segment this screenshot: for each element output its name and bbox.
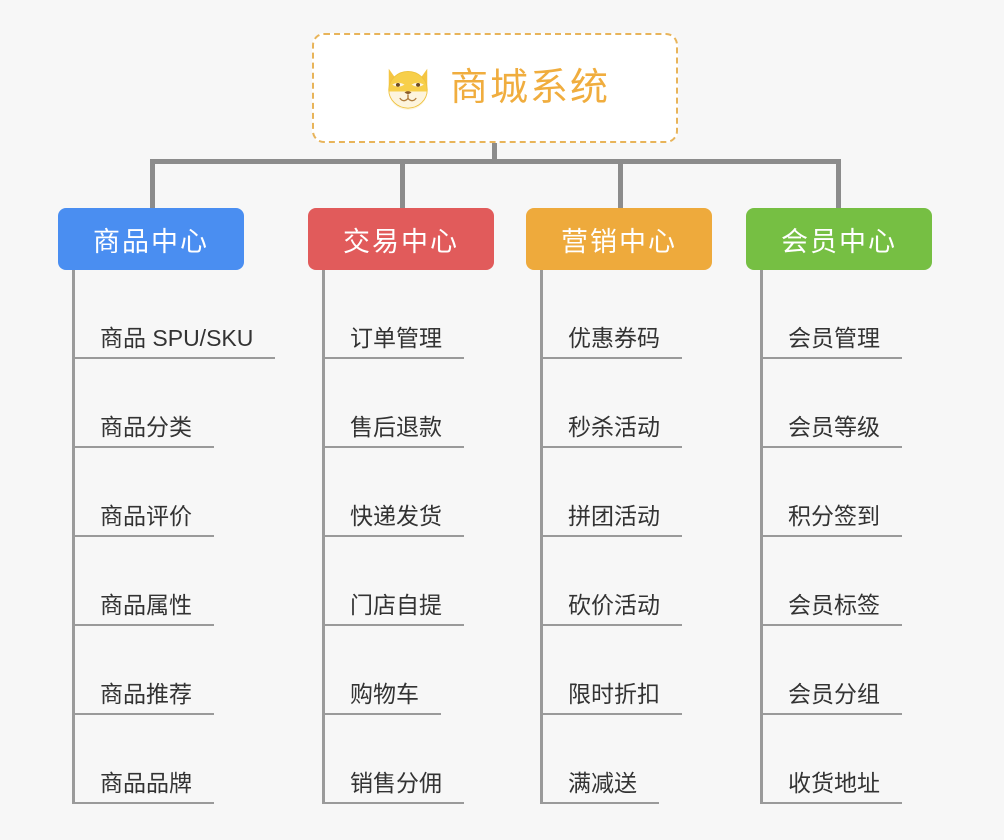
leaf-item[interactable]: 会员等级 <box>760 359 966 448</box>
branch-body-2: 订单管理 售后退款 快递发货 门店自提 购物车 销售分佣 <box>322 270 528 804</box>
branch-body-4: 会员管理 会员等级 积分签到 会员标签 会员分组 收货地址 <box>760 270 966 804</box>
leaf-label: 限时折扣 <box>568 680 660 707</box>
leaf-label: 会员管理 <box>788 324 880 351</box>
leaf-label: 商品属性 <box>100 591 192 618</box>
branch-spine-2 <box>322 270 325 804</box>
leaf-item[interactable]: 快递发货 <box>322 448 528 537</box>
leaf-item[interactable]: 商品 SPU/SKU <box>72 270 308 359</box>
branch-header-label-1: 商品中心 <box>93 226 209 257</box>
leaf-item[interactable]: 会员分组 <box>760 626 966 715</box>
leaf-label: 订单管理 <box>350 324 442 351</box>
leaf-item[interactable]: 限时折扣 <box>540 626 746 715</box>
root-node[interactable]: 商城系统 <box>312 33 678 143</box>
connector-bus <box>150 159 840 164</box>
leaf-item[interactable]: 商品分类 <box>72 359 308 448</box>
branch-spine-4 <box>760 270 763 804</box>
leaf-item[interactable]: 商品属性 <box>72 537 308 626</box>
connector-drop-4 <box>836 159 841 209</box>
leaf-label: 销售分佣 <box>350 769 442 796</box>
branch-spine-3 <box>540 270 543 804</box>
branch-column-4: 会员中心 会员管理 会员等级 积分签到 会员标签 会员分组 收货地址 <box>746 208 966 804</box>
leaf-label: 售后退款 <box>350 413 442 440</box>
branch-header-label-3: 营销中心 <box>561 226 677 257</box>
leaf-item[interactable]: 商品品牌 <box>72 715 308 804</box>
branch-body-1: 商品 SPU/SKU 商品分类 商品评价 商品属性 商品推荐 商品品牌 <box>72 270 308 804</box>
leaf-label: 商品 SPU/SKU <box>100 324 254 351</box>
connector-drop-2 <box>400 159 405 209</box>
connector-drop-1 <box>150 159 155 209</box>
branch-header-3[interactable]: 营销中心 <box>526 208 712 270</box>
leaf-item[interactable]: 秒杀活动 <box>540 359 746 448</box>
leaf-item[interactable]: 订单管理 <box>322 270 528 359</box>
leaf-item[interactable]: 售后退款 <box>322 359 528 448</box>
leaf-label: 快递发货 <box>350 502 442 529</box>
branch-header-label-4: 会员中心 <box>781 226 897 257</box>
connector-drop-3 <box>618 159 623 209</box>
leaf-item[interactable]: 拼团活动 <box>540 448 746 537</box>
branch-spine-1 <box>72 270 75 804</box>
leaf-label: 收货地址 <box>788 769 880 796</box>
connector-stem <box>492 143 497 163</box>
branch-header-1[interactable]: 商品中心 <box>58 208 244 270</box>
leaf-item[interactable]: 销售分佣 <box>322 715 528 804</box>
branch-header-2[interactable]: 交易中心 <box>308 208 494 270</box>
leaf-label: 购物车 <box>350 680 419 707</box>
branch-header-label-2: 交易中心 <box>343 226 459 257</box>
leaf-label: 拼团活动 <box>568 502 660 529</box>
leaf-label: 会员等级 <box>788 413 880 440</box>
branch-column-3: 营销中心 优惠券码 秒杀活动 拼团活动 砍价活动 限时折扣 满减送 <box>526 208 746 804</box>
leaf-label: 商品推荐 <box>100 680 192 707</box>
leaf-item[interactable]: 会员管理 <box>760 270 966 359</box>
branch-body-3: 优惠券码 秒杀活动 拼团活动 砍价活动 限时折扣 满减送 <box>540 270 746 804</box>
leaf-label: 会员标签 <box>788 591 880 618</box>
leaf-label: 秒杀活动 <box>568 413 660 440</box>
leaf-item[interactable]: 收货地址 <box>760 715 966 804</box>
leaf-label: 会员分组 <box>788 680 880 707</box>
leaf-item[interactable]: 商品推荐 <box>72 626 308 715</box>
leaf-label: 商品品牌 <box>100 769 192 796</box>
leaf-item[interactable]: 砍价活动 <box>540 537 746 626</box>
leaf-label: 门店自提 <box>350 591 442 618</box>
leaf-item[interactable]: 优惠券码 <box>540 270 746 359</box>
branch-header-4[interactable]: 会员中心 <box>746 208 932 270</box>
leaf-label: 积分签到 <box>788 502 880 529</box>
leaf-item[interactable]: 满减送 <box>540 715 746 804</box>
branch-column-2: 交易中心 订单管理 售后退款 快递发货 门店自提 购物车 销售分佣 <box>308 208 528 804</box>
leaf-label: 商品分类 <box>100 413 192 440</box>
leaf-label: 优惠券码 <box>568 324 660 351</box>
leaf-item[interactable]: 积分签到 <box>760 448 966 537</box>
leaf-label: 商品评价 <box>100 502 192 529</box>
leaf-label: 满减送 <box>568 769 637 796</box>
leaf-item[interactable]: 会员标签 <box>760 537 966 626</box>
shiba-dog-face-icon <box>388 68 428 110</box>
leaf-item[interactable]: 商品评价 <box>72 448 308 537</box>
leaf-item[interactable]: 购物车 <box>322 626 528 715</box>
branch-column-1: 商品中心 商品 SPU/SKU 商品分类 商品评价 商品属性 商品推荐 商品品牌 <box>58 208 308 804</box>
root-title: 商城系统 <box>449 67 610 109</box>
leaf-label: 砍价活动 <box>568 591 660 618</box>
leaf-item[interactable]: 门店自提 <box>322 537 528 626</box>
